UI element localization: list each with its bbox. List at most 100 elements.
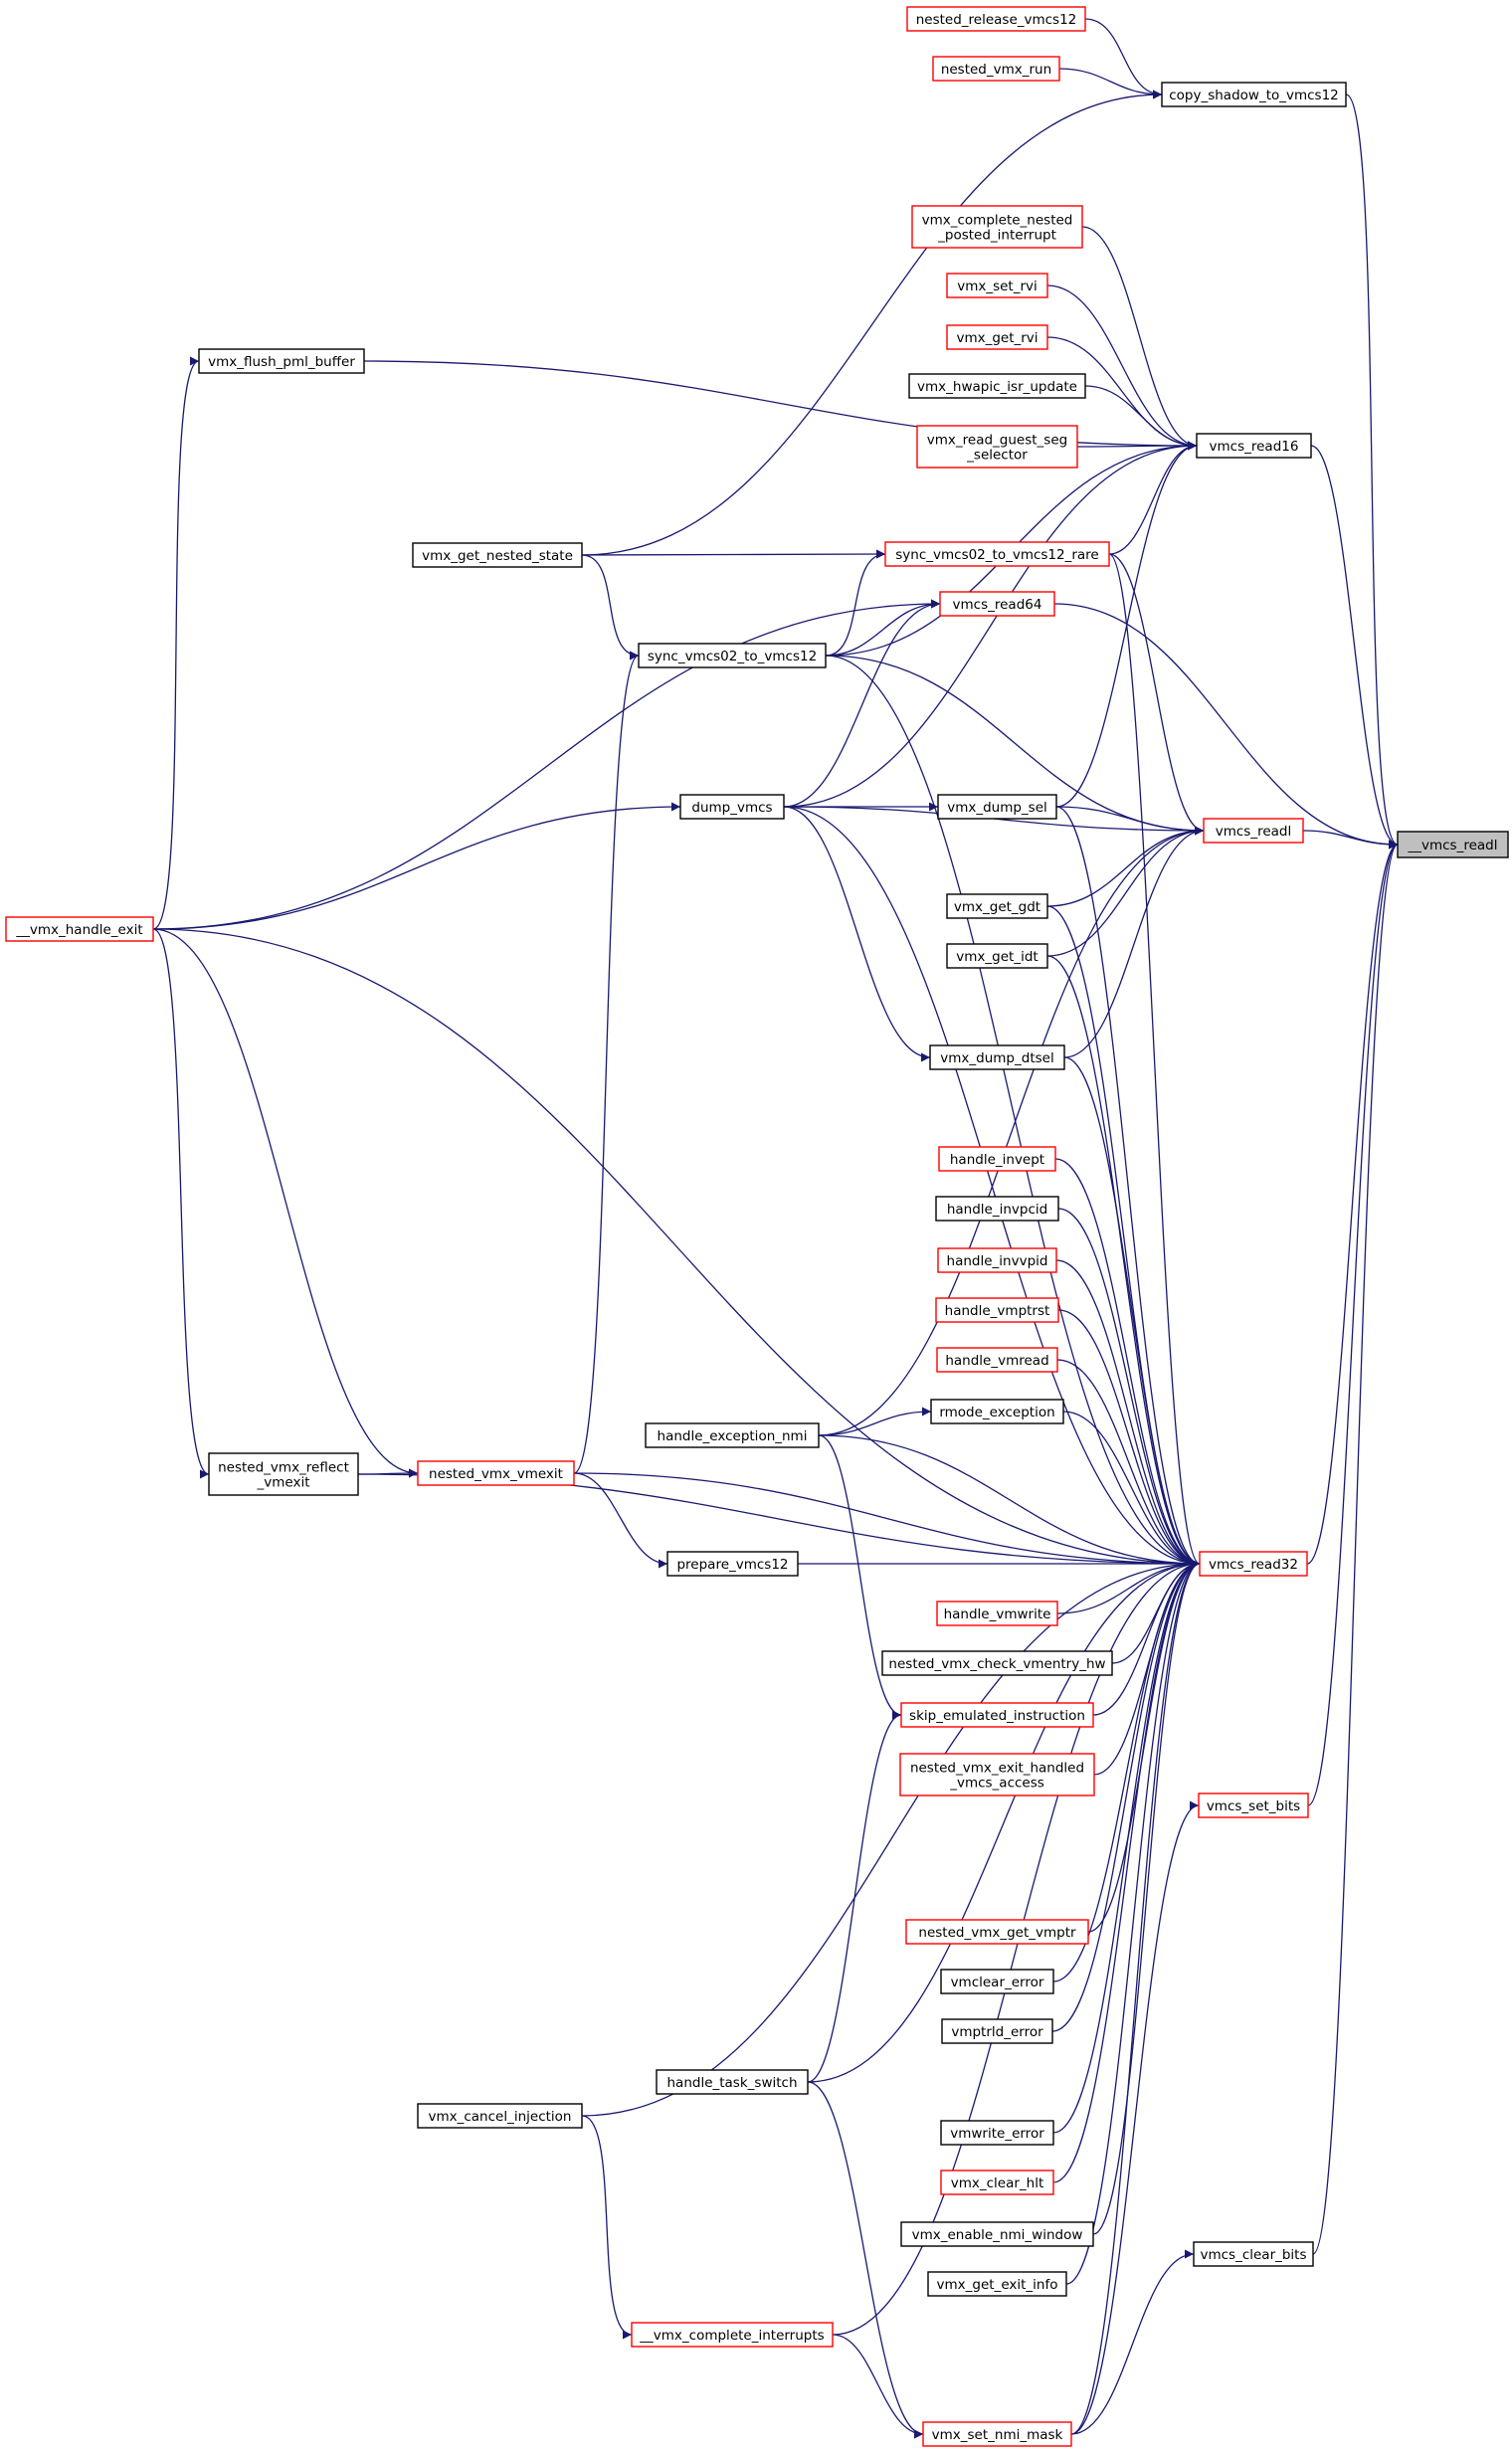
edge-vmx-handle-exit-to-vmcs-read64 [152,599,941,930]
edge-get-nested-state-to-sync-vmcs02 [581,554,640,661]
node-vmwrite-error[interactable]: vmwrite_error [940,2120,1054,2146]
node-box [939,591,1055,617]
node-vmx-get-idt[interactable]: vmx_get_idt [946,943,1048,969]
edge-handle-vmread-to-vmcs-read32 [1056,1359,1201,1569]
node-label: vmx_hwapic_isr_update [917,379,1077,395]
edge-arrow [1054,1158,1201,1569]
node-vmx-handle-exit[interactable]: __vmx_handle_exit [5,916,154,942]
edge-copy-shadow-to-readl-root [1345,94,1399,849]
node-exit-handled[interactable]: nested_vmx_exit_handled_vmcs_access [899,1753,1095,1796]
edge-vmwrite-error-to-vmcs-read32 [1052,1559,1201,2134]
node-vmx-dump-sel[interactable]: vmx_dump_sel [937,794,1057,820]
node-nested-vmx-run[interactable]: nested_vmx_run [932,56,1060,82]
edge-sync-vmcs02-to-vmcs-read64 [825,599,941,657]
edge-cancel-injection-to-complete-interrupts [581,2115,633,2340]
node-flush-pml[interactable]: vmx_flush_pml_buffer [198,348,365,374]
node-vmcs-readl[interactable]: vmcs_readl [1203,818,1304,844]
node-box [937,794,1057,820]
node-handle-invept[interactable]: handle_invept [938,1146,1056,1172]
node-prepare-vmcs12[interactable]: prepare_vmcs12 [666,1551,799,1577]
node-vmx-set-rvi[interactable]: vmx_set_rvi [946,273,1048,298]
node-box [935,1196,1059,1222]
node-box [946,324,1048,350]
node-label: handle_vmread [945,1353,1048,1369]
node-check-vmentry-hw[interactable]: nested_vmx_check_vmentry_hw [881,1650,1113,1676]
node-cancel-injection[interactable]: vmx_cancel_injection [417,2103,583,2129]
node-vmcs-read64[interactable]: vmcs_read64 [939,591,1055,617]
node-clear-hlt[interactable]: vmx_clear_hlt [940,2170,1054,2195]
node-get-nested-state[interactable]: vmx_get_nested_state [412,542,583,568]
node-sync-vmcs02[interactable]: sync_vmcs02_to_vmcs12 [638,643,827,668]
node-enable-nmi-window[interactable]: vmx_enable_nmi_window [900,2221,1094,2247]
node-vmcs-read32[interactable]: vmcs_read32 [1199,1551,1308,1577]
node-get-vmptr[interactable]: nested_vmx_get_vmptr [905,1919,1089,1945]
node-dump-vmcs[interactable]: dump_vmcs [679,794,785,820]
node-handle-vmptrst[interactable]: handle_vmptrst [935,1297,1059,1323]
edge-arrow [783,441,1198,808]
edge-skip-emulated-to-vmcs-read32 [1092,1559,1201,1716]
node-nested-release[interactable]: nested_release_vmcs12 [906,6,1086,32]
node-box [940,2170,1054,2195]
node-label: vmx_get_exit_info [937,2277,1058,2293]
node-box [935,1297,1059,1323]
node-rmode-exception[interactable]: rmode_exception [930,1399,1064,1424]
edge-arrow [581,90,1163,556]
edge-layer [152,18,1399,2439]
node-nested-vmexit[interactable]: nested_vmx_vmexit [417,1460,575,1486]
node-box [940,1969,1054,1994]
edge-arrow [573,651,640,1474]
node-handle-task-switch[interactable]: handle_task_switch [656,2069,809,2095]
node-read-guest-seg[interactable]: vmx_read_guest_seg_selector [916,425,1078,469]
node-label: vmx_get_rvi [956,330,1038,346]
node-vmcs-clear-bits[interactable]: vmcs_clear_bits [1193,2241,1314,2267]
node-vmx-complete-nested[interactable]: vmx_complete_nested_posted_interrupt [911,205,1083,249]
edge-vmx-get-gdt-to-vmcs-read32 [1046,905,1201,1569]
node-label: rmode_exception [939,1405,1054,1420]
node-sync-rare[interactable]: sync_vmcs02_to_vmcs12_rare [884,541,1110,567]
node-box [930,1399,1064,1424]
edge-arrow [581,554,640,661]
edge-arrow [1053,603,1399,849]
edge-dump-vmcs-to-vmcs-read16 [783,441,1198,808]
edge-set-nmi-mask-to-vmcs-clear-bits [1070,2249,1195,2435]
edge-arrow [1052,1559,1201,2183]
node-box [1196,433,1312,459]
node-box [638,643,827,668]
node-label: sync_vmcs02_to_vmcs12_rare [895,547,1098,563]
edge-vmclear-error-to-vmcs-read32 [1052,1559,1201,1982]
node-label: nested_vmx_reflect [218,1460,349,1476]
node-complete-interrupts[interactable]: __vmx_complete_interrupts [631,2322,834,2348]
node-vmcs-read16[interactable]: vmcs_read16 [1196,433,1312,459]
node-copy-shadow[interactable]: copy_shadow_to_vmcs12 [1161,82,1347,107]
node-get-exit-info[interactable]: vmx_get_exit_info [927,2271,1067,2297]
edge-rmode-exception-to-vmcs-read32 [1062,1411,1201,1569]
node-handle-invpcid[interactable]: handle_invpcid [935,1196,1059,1222]
node-hwapic[interactable]: vmx_hwapic_isr_update [908,373,1086,399]
node-label: _selector [966,448,1028,464]
node-vmptrld-error[interactable]: vmptrld_error [941,2018,1053,2044]
node-handle-invvpid[interactable]: handle_invvpid [937,1247,1057,1273]
node-readl-root[interactable]: __vmcs_readl [1397,831,1509,858]
node-vmx-get-rvi[interactable]: vmx_get_rvi [946,324,1048,350]
node-handle-vmwrite[interactable]: handle_vmwrite [936,1601,1058,1626]
node-nested-reflect[interactable]: nested_vmx_reflect_vmexit [208,1452,359,1496]
edge-nested-vmexit-to-sync-vmcs02 [573,651,640,1474]
node-skip-emulated[interactable]: skip_emulated_instruction [900,1702,1094,1728]
edge-arrow [832,2334,924,2439]
node-set-nmi-mask[interactable]: vmx_set_nmi_mask [922,2421,1072,2447]
node-vmx-dump-dtsel[interactable]: vmx_dump_dtsel [929,1044,1065,1070]
edge-arrow [1062,1411,1201,1569]
node-handle-exception-nmi[interactable]: handle_exception_nmi [645,1422,820,1448]
node-label: nested_release_vmcs12 [916,12,1077,28]
node-vmx-get-gdt[interactable]: vmx_get_gdt [946,893,1048,919]
edge-vmptrld-error-to-vmcs-read32 [1051,1559,1201,2032]
node-label: vmx_get_nested_state [422,548,573,564]
edge-arrow [1302,830,1399,849]
node-label: copy_shadow_to_vmcs12 [1169,88,1339,103]
node-box [645,1422,820,1448]
node-vmclear-error[interactable]: vmclear_error [940,1969,1054,1994]
edge-arrow [1057,1309,1201,1569]
node-handle-vmread[interactable]: handle_vmread [936,1347,1058,1373]
edge-dump-vmcs-to-vmcs-read32 [783,806,1201,1569]
node-vmcs-set-bits[interactable]: vmcs_set_bits [1198,1793,1309,1818]
